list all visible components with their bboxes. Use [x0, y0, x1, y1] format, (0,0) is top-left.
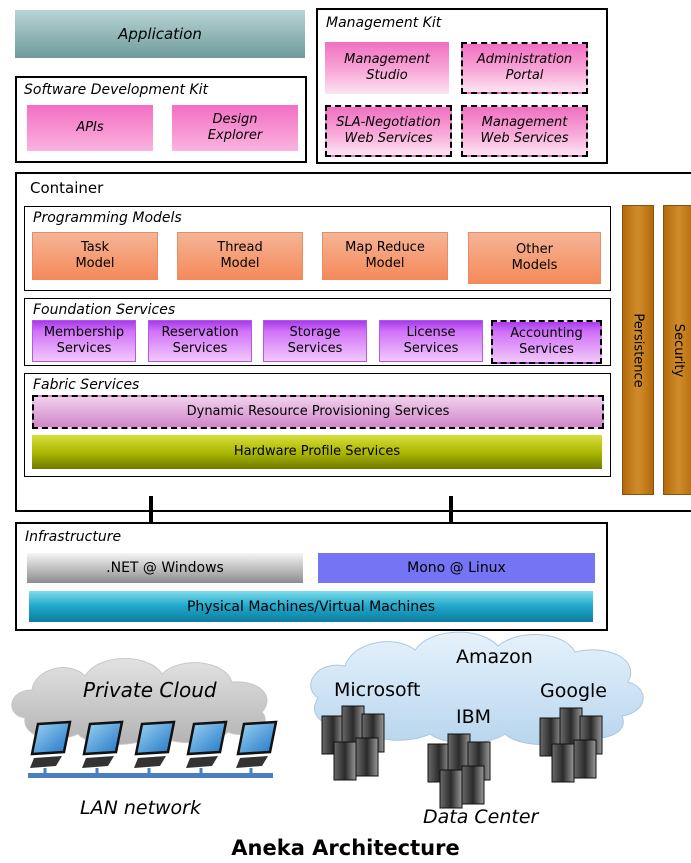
application-label: Application	[118, 25, 202, 43]
storage-services: Storage Services	[263, 320, 367, 362]
fabric-services-panel: Fabric Services Dynamic Resource Provisi…	[24, 373, 611, 477]
security-label: Security	[671, 323, 687, 377]
license-services: License Services	[379, 320, 483, 362]
programming-models-panel: Programming Models Task Model Thread Mod…	[24, 206, 611, 291]
amazon-label: Amazon	[456, 646, 533, 668]
computer-icon	[236, 720, 278, 768]
sdk-panel: Software Development Kit APIs Design Exp…	[15, 76, 307, 163]
persistence-column: Persistence	[622, 205, 654, 495]
figure-caption: Aneka Architecture	[231, 836, 460, 860]
hardware-profile-services: Hardware Profile Services	[32, 435, 602, 469]
reservation-services: Reservation Services	[148, 320, 252, 362]
private-cloud-label: Private Cloud	[83, 678, 217, 702]
ibm-label: IBM	[456, 706, 492, 728]
server-cluster-google	[539, 707, 603, 783]
dynamic-resource-provisioning-services: Dynamic Resource Provisioning Services	[32, 395, 604, 429]
google-label: Google	[540, 680, 608, 702]
membership-services: Membership Services	[32, 320, 136, 362]
foundation-services-panel: Foundation Services Membership Services …	[24, 298, 611, 366]
computer-icon	[134, 720, 176, 768]
server-cluster-ibm	[427, 733, 491, 809]
lan-cable	[28, 773, 273, 778]
infrastructure-panel: Infrastructure .NET @ Windows Mono @ Lin…	[15, 522, 608, 631]
lan-computers	[28, 720, 278, 778]
mono-linux: Mono @ Linux	[318, 553, 595, 583]
programming-models-title: Programming Models	[33, 210, 182, 226]
dotnet-windows: .NET @ Windows	[27, 553, 303, 583]
administration-portal: Administration Portal	[461, 42, 588, 94]
container-title: Container	[30, 179, 104, 197]
sdk-title: Software Development Kit	[24, 82, 208, 98]
data-center-label: Data Center	[423, 806, 539, 828]
management-web-services: Management Web Services	[461, 105, 588, 157]
task-model: Task Model	[32, 232, 158, 280]
accounting-services: Accounting Services	[491, 320, 602, 364]
deployment-illustration	[11, 631, 644, 809]
fabric-services-title: Fabric Services	[33, 377, 140, 393]
foundation-services-title: Foundation Services	[33, 302, 176, 318]
persistence-label: Persistence	[630, 312, 646, 388]
other-models: Other Models	[468, 232, 601, 284]
computer-icon	[30, 720, 72, 768]
lan-network-label: LAN network	[80, 797, 201, 819]
physical-virtual-machines: Physical Machines/Virtual Machines	[29, 591, 593, 622]
management-studio: Management Studio	[325, 42, 449, 94]
infrastructure-title: Infrastructure	[25, 529, 122, 545]
server-cluster-microsoft	[321, 705, 385, 781]
management-kit-panel: Management Kit Management Studio Adminis…	[316, 8, 608, 164]
management-kit-title: Management Kit	[326, 15, 442, 31]
microsoft-label: Microsoft	[334, 679, 421, 701]
sla-negotiation-web-services: SLA-Negotiation Web Services	[325, 105, 452, 157]
container-panel: Container Programming Models Task Model …	[15, 172, 691, 512]
computer-icon	[186, 720, 228, 768]
map-reduce-model: Map Reduce Model	[322, 232, 448, 280]
application-layer: Application	[15, 10, 305, 58]
sdk-design-explorer: Design Explorer	[172, 105, 298, 151]
security-column: Security	[663, 205, 691, 495]
thread-model: Thread Model	[177, 232, 303, 280]
computer-icon	[82, 720, 124, 768]
sdk-apis: APIs	[27, 105, 153, 151]
